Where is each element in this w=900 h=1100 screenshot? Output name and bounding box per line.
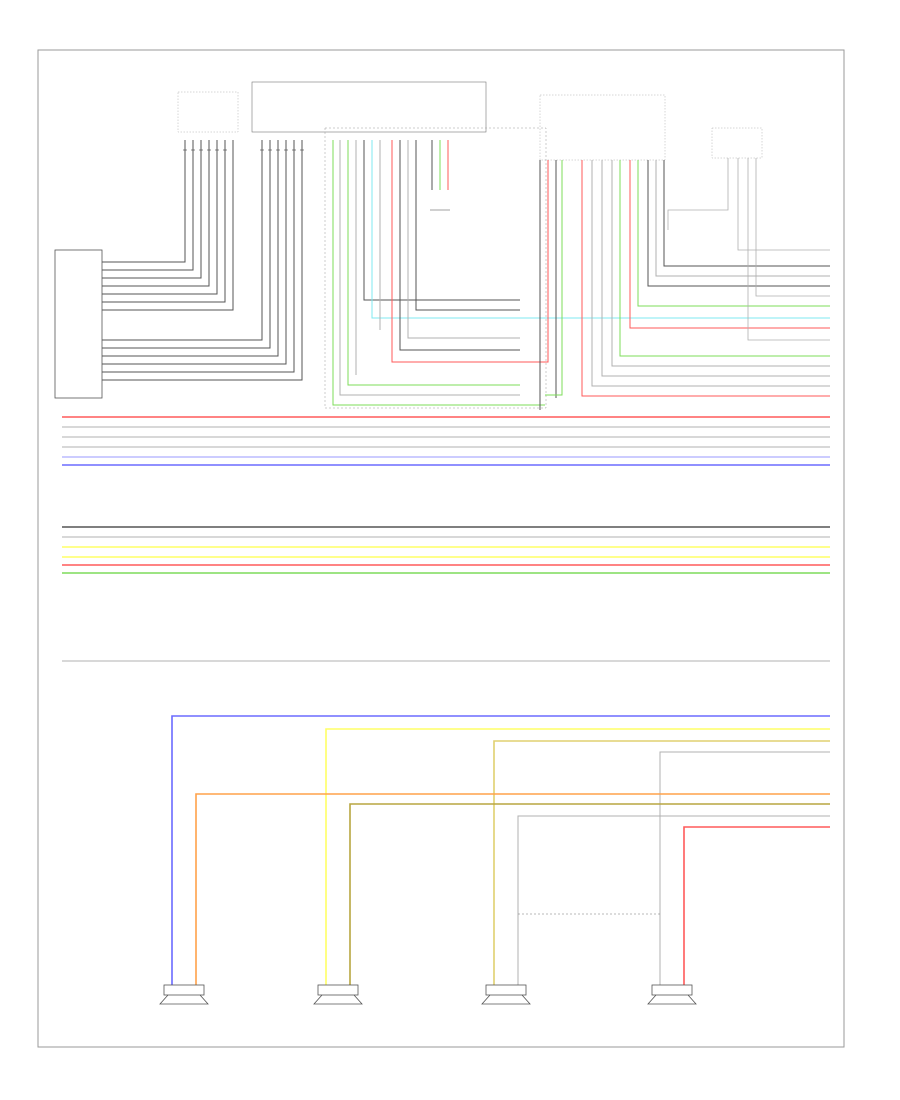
bus-lines-group-2 xyxy=(62,526,830,574)
left-module-box xyxy=(54,249,103,399)
connector-pin-ticks xyxy=(183,149,450,211)
speaker-4-icon xyxy=(647,984,697,1005)
diagram-frame xyxy=(37,49,845,1048)
connector-c-wires xyxy=(667,158,830,341)
connector-a-box xyxy=(177,91,239,133)
left-module-wires xyxy=(102,140,303,381)
main-harness-wires xyxy=(332,140,830,406)
speaker-3-icon xyxy=(481,984,531,1005)
bus-lines-group-1 xyxy=(62,416,830,466)
connector-c-box xyxy=(711,127,763,159)
speaker-feed-lines xyxy=(171,715,830,985)
connector-b-wires xyxy=(539,160,830,410)
main-unit-enclosure xyxy=(324,127,547,409)
main-unit-box xyxy=(251,81,487,133)
connector-b-box xyxy=(539,94,666,161)
speaker-2-icon xyxy=(313,984,363,1005)
speaker-1-icon xyxy=(159,984,209,1005)
